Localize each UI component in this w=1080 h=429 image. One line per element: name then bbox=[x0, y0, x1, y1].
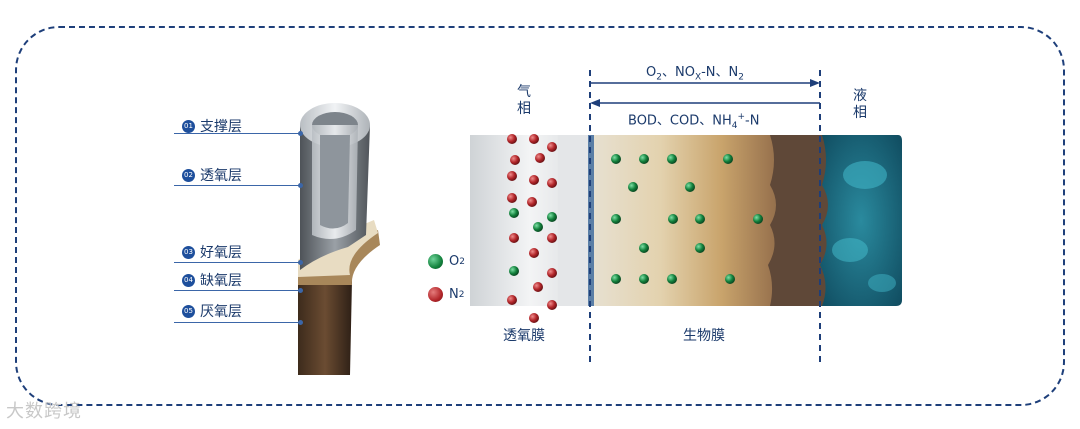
layer-label-support: 01 支撑层 bbox=[182, 116, 242, 136]
o2-molecule-icon bbox=[428, 254, 443, 269]
layer-label-aerobic: 03 好氧层 bbox=[182, 242, 242, 262]
gas-phase-label: 气相 bbox=[515, 84, 533, 118]
arrow-label-to-liquid: O2、NOX-N、N2 bbox=[646, 64, 744, 87]
layer-number-badge: 01 bbox=[182, 120, 195, 133]
liquid-phase-label: 液相 bbox=[851, 88, 869, 122]
layer-text: 透氧层 bbox=[200, 165, 242, 185]
layer-text: 好氧层 bbox=[200, 242, 242, 262]
layer-number-badge: 02 bbox=[182, 169, 195, 182]
layer-text: 支撑层 bbox=[200, 116, 242, 136]
arrow-label-to-membrane: BOD、COD、NH4+-N bbox=[628, 109, 759, 135]
watermark: 大数跨境 bbox=[6, 397, 82, 423]
layer-number-badge: 03 bbox=[182, 246, 195, 259]
membrane-tube-illustration bbox=[290, 95, 390, 380]
membrane-label: 透氧膜 bbox=[503, 328, 545, 345]
layer-label-anoxic: 04 缺氧层 bbox=[182, 270, 242, 290]
tube-anaerobic-layer bbox=[298, 280, 352, 375]
layer-label-permeable: 02 透氧层 bbox=[182, 165, 242, 185]
layer-text: 厌氧层 bbox=[200, 301, 242, 321]
layer-label-anaerobic: 05 厌氧层 bbox=[182, 301, 242, 321]
biofilm-label: 生物膜 bbox=[683, 328, 725, 345]
n2-molecule-icon bbox=[428, 287, 443, 302]
layer-number-badge: 05 bbox=[182, 305, 195, 318]
layer-number-badge: 04 bbox=[182, 274, 195, 287]
biofilm-cross-section bbox=[470, 55, 910, 375]
layer-text: 缺氧层 bbox=[200, 270, 242, 290]
